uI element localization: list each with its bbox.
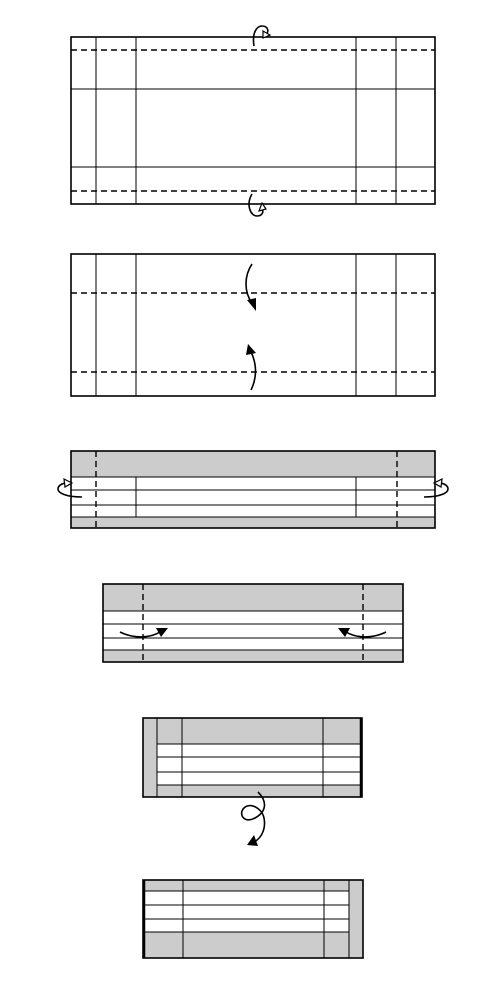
paper-sheet — [70, 36, 436, 205]
shaded-flap — [103, 584, 403, 611]
shaded-flap — [143, 880, 349, 891]
paper-sheet — [102, 583, 404, 663]
step-2 — [70, 253, 436, 397]
fold-behind-arrow-icon — [248, 193, 267, 217]
fold-behind-arrow-icon — [252, 25, 272, 47]
shaded-flap — [71, 517, 435, 528]
shaded-flap — [157, 785, 362, 797]
fold-behind-arrow-icon — [423, 477, 449, 498]
fold-arrow-icon — [246, 344, 257, 391]
fold-arrow-icon — [119, 628, 168, 638]
fold-arrow-icon — [245, 263, 256, 311]
shaded-flap — [143, 932, 349, 958]
step-6 — [142, 879, 364, 959]
step-3 — [57, 450, 449, 529]
fold-arrow-icon — [338, 628, 387, 638]
step-1 — [70, 25, 436, 217]
shaded-flap — [349, 880, 363, 958]
shaded-flap — [103, 650, 403, 662]
paper-sheet — [70, 253, 436, 397]
shaded-flap — [157, 718, 362, 744]
fold-behind-arrow-icon — [57, 477, 83, 498]
step-4 — [102, 583, 404, 663]
shaded-flap — [71, 451, 435, 477]
shaded-flap — [143, 718, 157, 797]
turn-over-icon — [240, 791, 266, 846]
step-5 — [142, 717, 363, 846]
